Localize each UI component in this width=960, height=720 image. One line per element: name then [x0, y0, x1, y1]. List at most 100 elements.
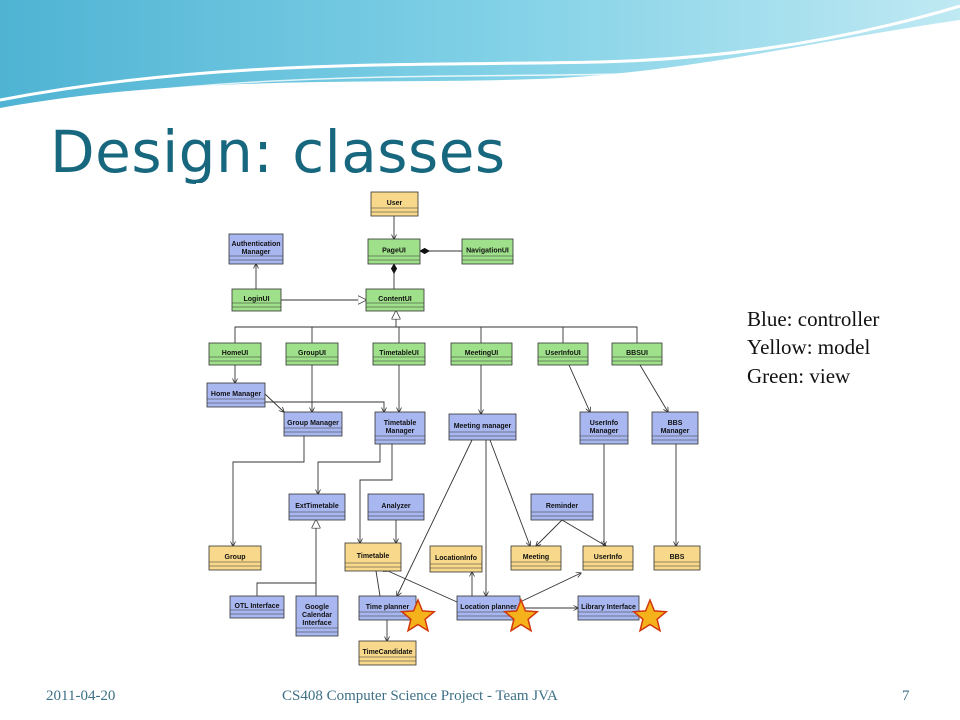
class-label-authmanager-0: Authentication	[232, 241, 281, 248]
class-label-authmanager-1: Manager	[242, 249, 271, 256]
connector-23	[397, 439, 473, 596]
class-label-timetable-0: Timetable	[357, 553, 390, 560]
legend-model: Yellow: model	[747, 335, 871, 359]
class-label-libraryinterface-0: Library Interface	[581, 604, 636, 611]
class-label-group-0: Group	[225, 554, 246, 561]
footer-title: CS408 Computer Science Project - Team JV…	[282, 688, 558, 704]
class-label-timecandidate-0: TimeCandidate	[362, 649, 412, 656]
class-box-navigationui: NavigationUI	[461, 238, 514, 265]
class-box-groupmanager: Group Manager	[283, 411, 343, 437]
diagram-stars	[399, 597, 669, 633]
class-label-meetingui-0: MeetingUI	[465, 350, 499, 357]
class-label-meetingmanager-0: Meeting manager	[454, 423, 512, 430]
class-box-homeui: HomeUI	[208, 342, 262, 366]
class-label-timetablemanager-1: Manager	[386, 428, 415, 435]
connector-26	[536, 519, 563, 546]
class-box-userinfoui: UserInfoUI	[537, 342, 589, 366]
class-label-loginui-0: LoginUI	[243, 296, 269, 303]
class-label-meeting-0: Meeting	[523, 554, 549, 561]
class-box-loginui: LoginUI	[231, 288, 282, 312]
class-box-analyzer: Analyzer	[367, 493, 425, 521]
class-label-timeplanner-0: Time planner	[366, 604, 410, 611]
connector-21	[360, 444, 393, 543]
class-label-locationinfo-0: LocationInfo	[435, 555, 477, 562]
class-label-reminder-0: Reminder	[546, 503, 579, 510]
connector-18	[265, 401, 384, 412]
class-box-meetingui: MeetingUI	[450, 342, 513, 366]
class-box-bbsui: BBSUI	[611, 342, 663, 366]
class-label-bbsmanager-0: BBS	[668, 420, 683, 427]
class-box-locationinfo: LocationInfo	[429, 545, 483, 573]
class-box-homemanager: Home Manager	[206, 382, 266, 408]
class-box-timetable: Timetable	[344, 542, 402, 572]
class-label-pageui-0: PageUI	[382, 248, 406, 255]
class-label-navigationui-0: NavigationUI	[466, 248, 509, 255]
class-label-locationplanner-0: Location planner	[460, 604, 517, 611]
class-label-bbsmanager-1: Manager	[661, 428, 690, 435]
class-label-user-0: User	[387, 200, 403, 207]
class-label-timetableui-0: TimetableUI	[379, 350, 419, 357]
class-label-googlecalendar-0: Google	[305, 604, 329, 611]
page-number: 7	[902, 688, 910, 704]
class-label-bbsui-0: BBSUI	[626, 350, 648, 357]
class-label-groupmanager-0: Group Manager	[287, 420, 339, 427]
star-icon	[631, 597, 669, 633]
connector-30	[376, 571, 381, 597]
star-icon	[502, 597, 540, 633]
connector-31	[388, 571, 458, 603]
class-box-bbs: BBS	[653, 545, 701, 571]
legend-view: Green: view	[747, 364, 851, 388]
connector-37	[256, 582, 316, 596]
class-box-exttimetable: ExtTimetable	[288, 493, 346, 521]
class-label-homemanager-0: Home Manager	[211, 391, 261, 398]
header-wave-decoration	[0, 0, 960, 111]
class-box-meeting: Meeting	[510, 545, 562, 571]
star-icon	[399, 597, 437, 633]
class-box-otlinterface: OTL Interface	[229, 595, 285, 619]
class-label-groupui-0: GroupUI	[298, 350, 326, 357]
connector-15	[568, 364, 590, 412]
class-box-timetableui: TimetableUI	[372, 342, 426, 366]
connector-27	[561, 519, 606, 546]
class-label-userinfoui-0: UserInfoUI	[545, 350, 580, 357]
class-label-bbs-0: BBS	[670, 554, 685, 561]
class-box-contentui: ContentUI	[365, 288, 425, 312]
class-label-userinfomanager-0: UserInfo	[590, 420, 618, 427]
connector-33	[519, 573, 581, 603]
connector-5	[234, 326, 638, 343]
class-label-googlecalendar-1: Calendar	[302, 612, 332, 619]
class-box-groupui: GroupUI	[285, 342, 339, 366]
class-box-user: User	[370, 191, 419, 217]
footer-date: 2011-04-20	[46, 688, 116, 704]
class-label-userinfo-0: UserInfo	[594, 554, 622, 561]
class-label-exttimetable-0: ExtTimetable	[295, 503, 339, 510]
connector-20	[318, 444, 381, 494]
legend-controller: Blue: controller	[747, 307, 880, 331]
class-box-timecandidate: TimeCandidate	[358, 640, 417, 666]
class-box-reminder: Reminder	[530, 493, 594, 521]
diagram-connectors	[233, 216, 676, 641]
class-box-userinfo: UserInfo	[582, 545, 634, 571]
class-label-timetablemanager-0: Timetable	[384, 420, 417, 427]
class-label-googlecalendar-2: Interface	[302, 620, 331, 627]
class-box-libraryinterface: Library Interface	[577, 595, 640, 621]
slide-title: Design: classes	[50, 118, 506, 186]
class-label-analyzer-0: Analyzer	[381, 503, 410, 510]
connector-17	[264, 393, 284, 412]
connector-16	[639, 364, 668, 412]
connector-19	[233, 436, 305, 546]
class-box-pageui: PageUI	[367, 238, 421, 265]
class-box-meetingmanager: Meeting manager	[448, 413, 517, 441]
class-box-group: Group	[208, 545, 262, 571]
connector-25	[489, 439, 530, 546]
class-label-otlinterface-0: OTL Interface	[235, 603, 280, 610]
class-label-userinfomanager-1: Manager	[590, 428, 619, 435]
class-label-contentui-0: ContentUI	[378, 296, 411, 303]
